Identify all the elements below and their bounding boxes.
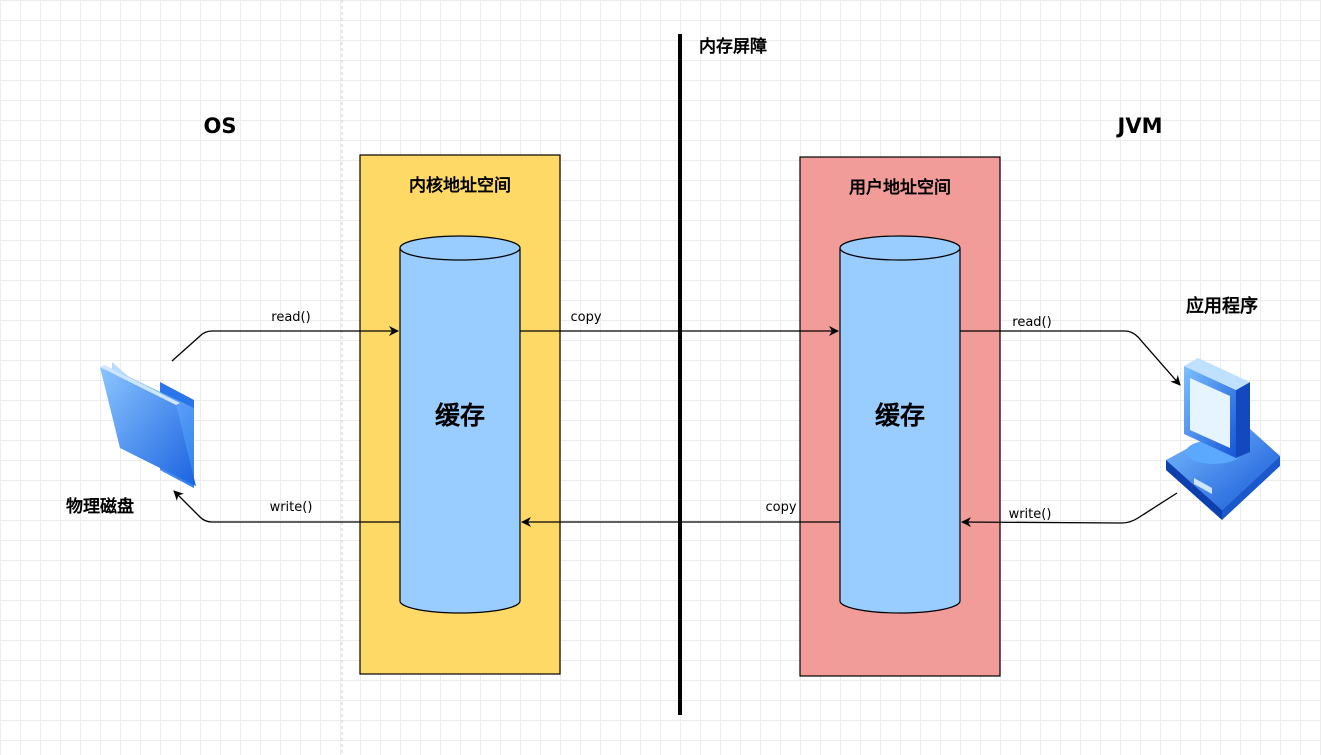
computer-icon[interactable] — [1166, 358, 1280, 520]
app-read-arrow[interactable] — [960, 330, 1181, 386]
app-read-label: read() — [1012, 315, 1051, 330]
copy-to-kernel-label: copy — [765, 500, 796, 515]
jvm-label: JVM — [1116, 114, 1163, 138]
app-write-arrow[interactable] — [961, 492, 1178, 528]
kernel-cache-cylinder[interactable]: 缓存 — [399, 235, 521, 614]
user-cache-label: 缓存 — [875, 401, 925, 430]
disk-read-arrow[interactable] — [171, 326, 399, 362]
disk-write-arrow[interactable] — [173, 490, 400, 523]
copy-to-user-label: copy — [570, 310, 601, 325]
user-cache-cylinder[interactable]: 缓存 — [839, 235, 961, 614]
os-label: OS — [204, 114, 237, 138]
app-label: 应用程序 — [1186, 295, 1258, 317]
disk-write-label: write() — [270, 500, 313, 515]
kernel-cache-label: 缓存 — [435, 401, 485, 430]
memory-barrier-label: 内存屏障 — [699, 36, 767, 57]
kernel-space-label: 内核地址空间 — [409, 175, 511, 196]
disk-read-label: read() — [271, 310, 310, 325]
app-write-label: write() — [1009, 507, 1052, 522]
user-space-label: 用户地址空间 — [849, 177, 951, 198]
folder-icon[interactable] — [100, 362, 196, 488]
disk-label: 物理磁盘 — [66, 496, 134, 517]
